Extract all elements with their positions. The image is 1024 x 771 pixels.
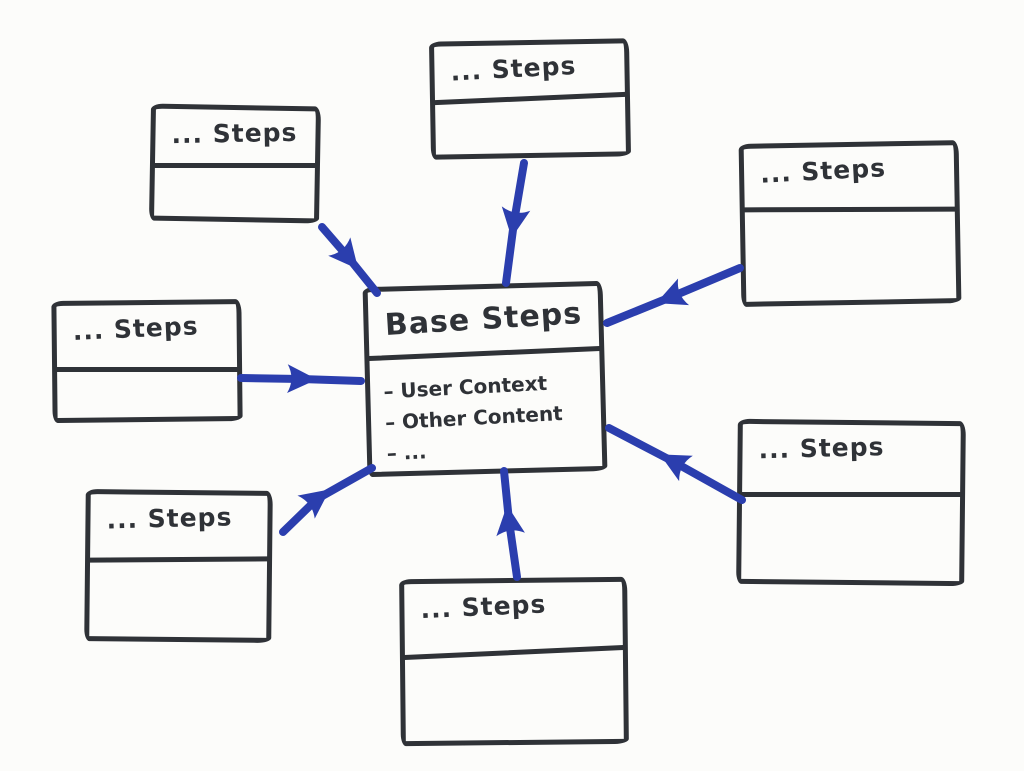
arrow-bottom-center-to-base — [496, 467, 525, 581]
arrow-right-top-to-base — [603, 264, 744, 327]
box-body — [744, 145, 957, 302]
base-steps-title: Base Steps — [383, 296, 584, 344]
steps-box-bottom-left: ... Steps — [84, 489, 273, 643]
box-body — [741, 424, 961, 581]
arrow-top-center-to-base — [501, 159, 531, 287]
steps-box-top-left: ... Steps — [148, 103, 322, 224]
steps-box-top-center: ... Steps — [428, 38, 632, 160]
base-steps-box: Base Steps – User Context – Other Conten… — [362, 280, 608, 478]
box-body — [434, 43, 626, 154]
steps-box-right-bottom: ... Steps — [736, 418, 966, 587]
box-body — [56, 304, 237, 418]
box-body — [154, 109, 316, 219]
steps-box-bottom-center: ... Steps — [399, 576, 629, 747]
arrow-top-left-to-base — [318, 223, 381, 297]
box-body — [404, 582, 624, 741]
base-steps-list: – User Context – Other Content – ... — [383, 366, 596, 470]
arrow-bottom-left-to-base — [279, 464, 376, 536]
steps-box-left-middle: ... Steps — [51, 299, 243, 423]
arrow-right-bottom-to-base — [605, 424, 746, 504]
arrow-left-middle-to-base — [237, 364, 365, 394]
box-body — [89, 494, 267, 638]
box-divider — [366, 345, 603, 362]
steps-box-right-top: ... Steps — [738, 140, 962, 307]
